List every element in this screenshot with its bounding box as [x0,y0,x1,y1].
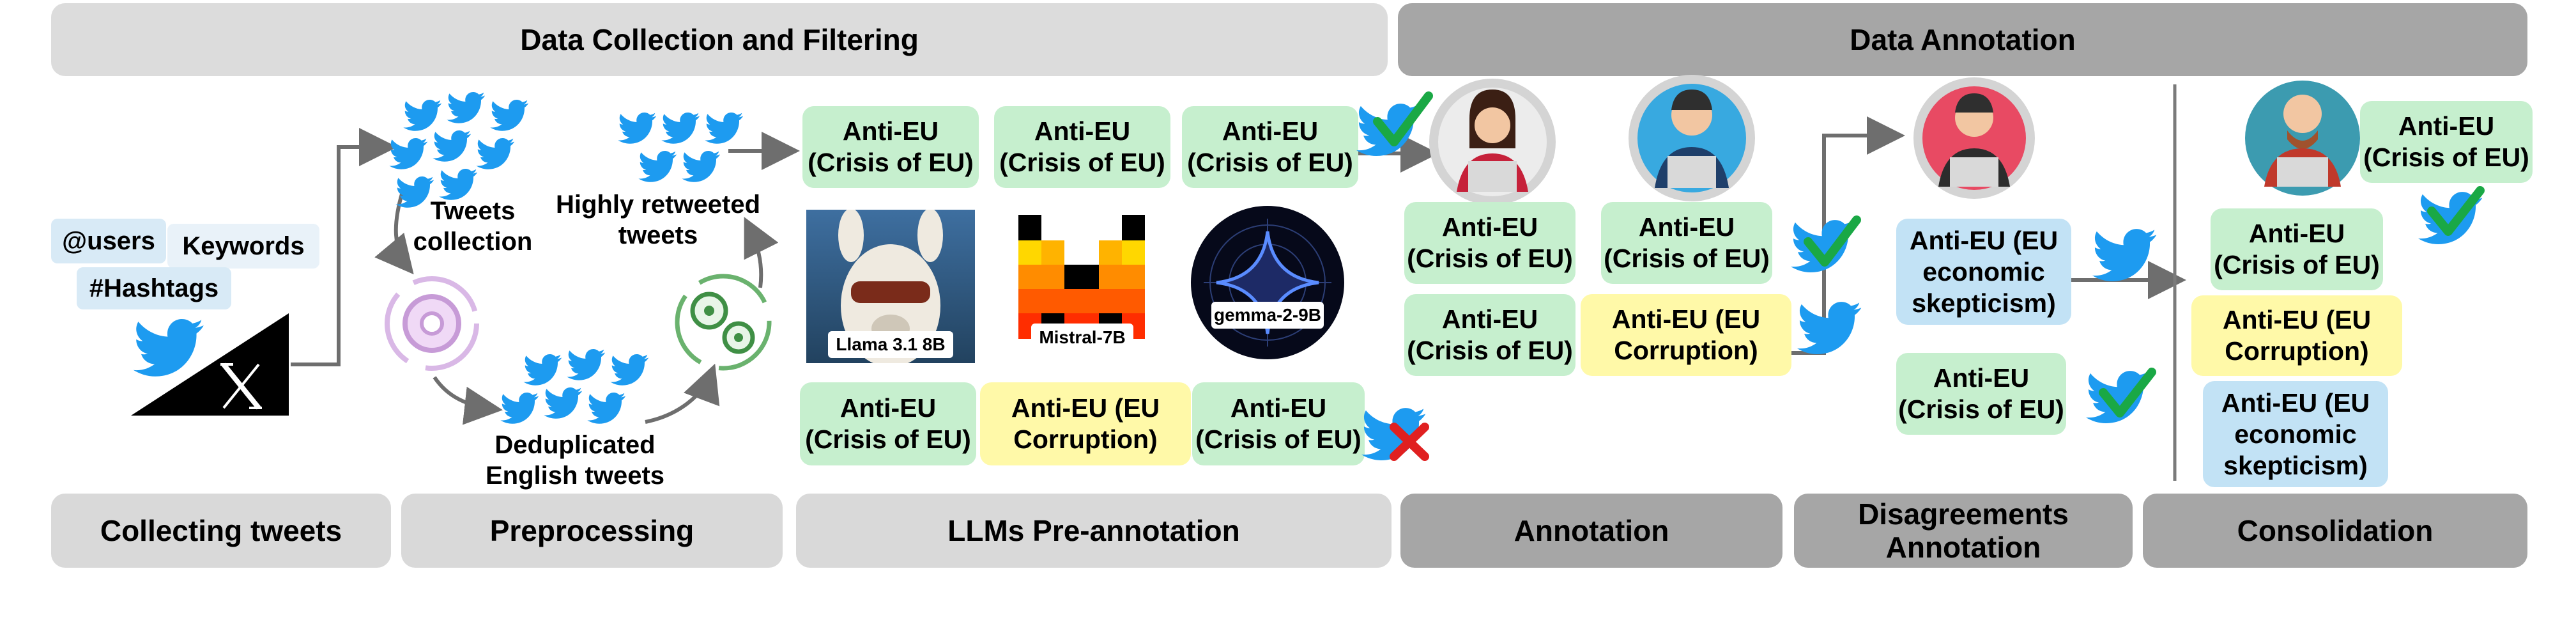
cross-icon [1390,423,1429,461]
llm-label-text: Anti-EU (Crisis of EU) [805,393,971,454]
users-chip: @users [51,219,166,263]
arrow-preprocess-to-dedup [433,376,503,425]
ann-label-text: Anti-EU (Crisis of EU) [1407,304,1573,365]
keywords-chip-label: Keywords [182,231,305,260]
disagree-label-crisis: Anti-EU (Crisis of EU) [1896,353,2066,435]
tweets-collection-label: Tweets collection [413,197,533,256]
llm-label-llama-bottom: Anti-EU (Crisis of EU) [800,382,976,465]
llm-label-text: Anti-EU (EU Corruption) [1011,393,1160,454]
final-label-text: Anti-EU (Crisis of EU) [2363,111,2529,172]
arrow-source-to-tweets [291,128,397,366]
tweets-collection-text: Tweets collection [396,196,549,257]
arrow-dedup-to-gear2 [645,363,720,424]
llm-label-text: Anti-EU (Crisis of EU) [1195,393,1361,454]
hashtags-chip-label: #Hashtags [89,274,219,302]
checkmark-icon [2099,368,2156,417]
stage-preprocessing: Preprocessing [401,494,783,568]
keywords-chip: Keywords [167,224,319,269]
ann-label-text: Anti-EU (Crisis of EU) [1604,212,1770,273]
consol-label-skepticism: Anti-EU (EU economic skepticism) [2203,381,2388,487]
stage-llm-preannotation: LLMs Pre-annotation [796,494,1392,568]
stage-llm-preannotation-label: LLMs Pre-annotation [947,514,1240,547]
users-chip-label: @users [62,226,155,255]
gemma-caption: gemma-2-9B [1211,302,1324,329]
llm-label-text: Anti-EU (Crisis of EU) [808,116,974,177]
consol-label-corruption: Anti-EU (EU Corruption) [2191,295,2402,376]
disagree-label-text: Anti-EU (EU economic skepticism) [1909,225,2058,318]
ann-label-text: Anti-EU (EU Corruption) [1611,304,1761,365]
stage-collecting-tweets-label: Collecting tweets [100,514,342,547]
llama-caption-label: Llama 3.1 8B [836,334,946,354]
llm-label-gemma-bottom: Anti-EU (Crisis of EU) [1192,382,1365,465]
disagree-label-skepticism: Anti-EU (EU economic skepticism) [1896,219,2071,325]
ann1-label-bottom: Anti-EU (Crisis of EU) [1404,294,1575,376]
ann2-label-top: Anti-EU (Crisis of EU) [1601,202,1772,284]
llama-caption: Llama 3.1 8B [828,331,953,358]
header-data-collection-label: Data Collection and Filtering [520,23,919,56]
consol-label-text: Anti-EU (EU economic skepticism) [2221,387,2370,480]
llm-label-text: Anti-EU (Crisis of EU) [999,116,1165,177]
stage-disagreements-label: Disagreements Annotation [1858,497,2069,564]
checkmark-icon [1373,91,1433,146]
highly-retweeted-text: Highly retweeted tweets [549,189,767,251]
hashtags-chip: #Hashtags [77,267,231,309]
ann1-label-top: Anti-EU (Crisis of EU) [1404,202,1575,284]
stage-annotation-label: Annotation [1514,514,1669,547]
consol-label-text: Anti-EU (Crisis of EU) [2214,219,2380,279]
llama-image: Llama 3.1 8B [806,210,975,363]
twitter-bird-icon [133,319,204,377]
checkmark-icon [1804,215,1861,267]
mistral-logo: Mistral-7B [1006,215,1158,363]
consol-label-crisis: Anti-EU (Crisis of EU) [2211,208,2383,290]
header-data-collection: Data Collection and Filtering [51,3,1388,76]
ann2-label-bottom: Anti-EU (EU Corruption) [1581,294,1791,376]
arrow-gear2-to-highly [744,217,779,288]
stage-consolidation-label: Consolidation [2237,514,2434,547]
highly-retweeted-label: Highly retweeted tweets [555,191,761,249]
stage-consolidation: Consolidation [2143,494,2527,568]
llm-label-text: Anti-EU (Crisis of EU) [1187,116,1353,177]
stage-preprocessing-label: Preprocessing [489,514,694,547]
llm-label-gemma-top: Anti-EU (Crisis of EU) [1182,106,1358,188]
ann-label-text: Anti-EU (Crisis of EU) [1407,212,1573,273]
final-label-top: Anti-EU (Crisis of EU) [2360,101,2533,183]
stage-disagreements: Disagreements Annotation [1794,494,2133,568]
mistral-caption: Mistral-7B [1031,324,1133,352]
stage-annotation: Annotation [1400,494,1782,568]
consol-label-text: Anti-EU (EU Corruption) [2222,305,2372,366]
mistral-caption-label: Mistral-7B [1039,327,1126,347]
stage-collecting-tweets: Collecting tweets [51,494,391,568]
disagree-label-text: Anti-EU (Crisis of EU) [1898,363,2064,424]
gemma-logo: gemma-2-9B [1191,206,1344,359]
arrow-tweets-to-preprocess [374,191,414,275]
checkmark-icon [2427,186,2485,236]
dedup-label: Deduplicated English tweets [485,431,665,490]
llm-label-mistral-bottom: Anti-EU (EU Corruption) [980,382,1191,465]
header-data-annotation: Data Annotation [1398,3,2527,76]
header-data-annotation-label: Data Annotation [1850,23,2076,56]
gemma-caption-label: gemma-2-9B [1213,305,1322,325]
llm-label-llama-top: Anti-EU (Crisis of EU) [802,106,979,188]
dedup-text: Deduplicated English tweets [473,430,677,491]
llm-label-mistral-top: Anti-EU (Crisis of EU) [994,106,1170,188]
